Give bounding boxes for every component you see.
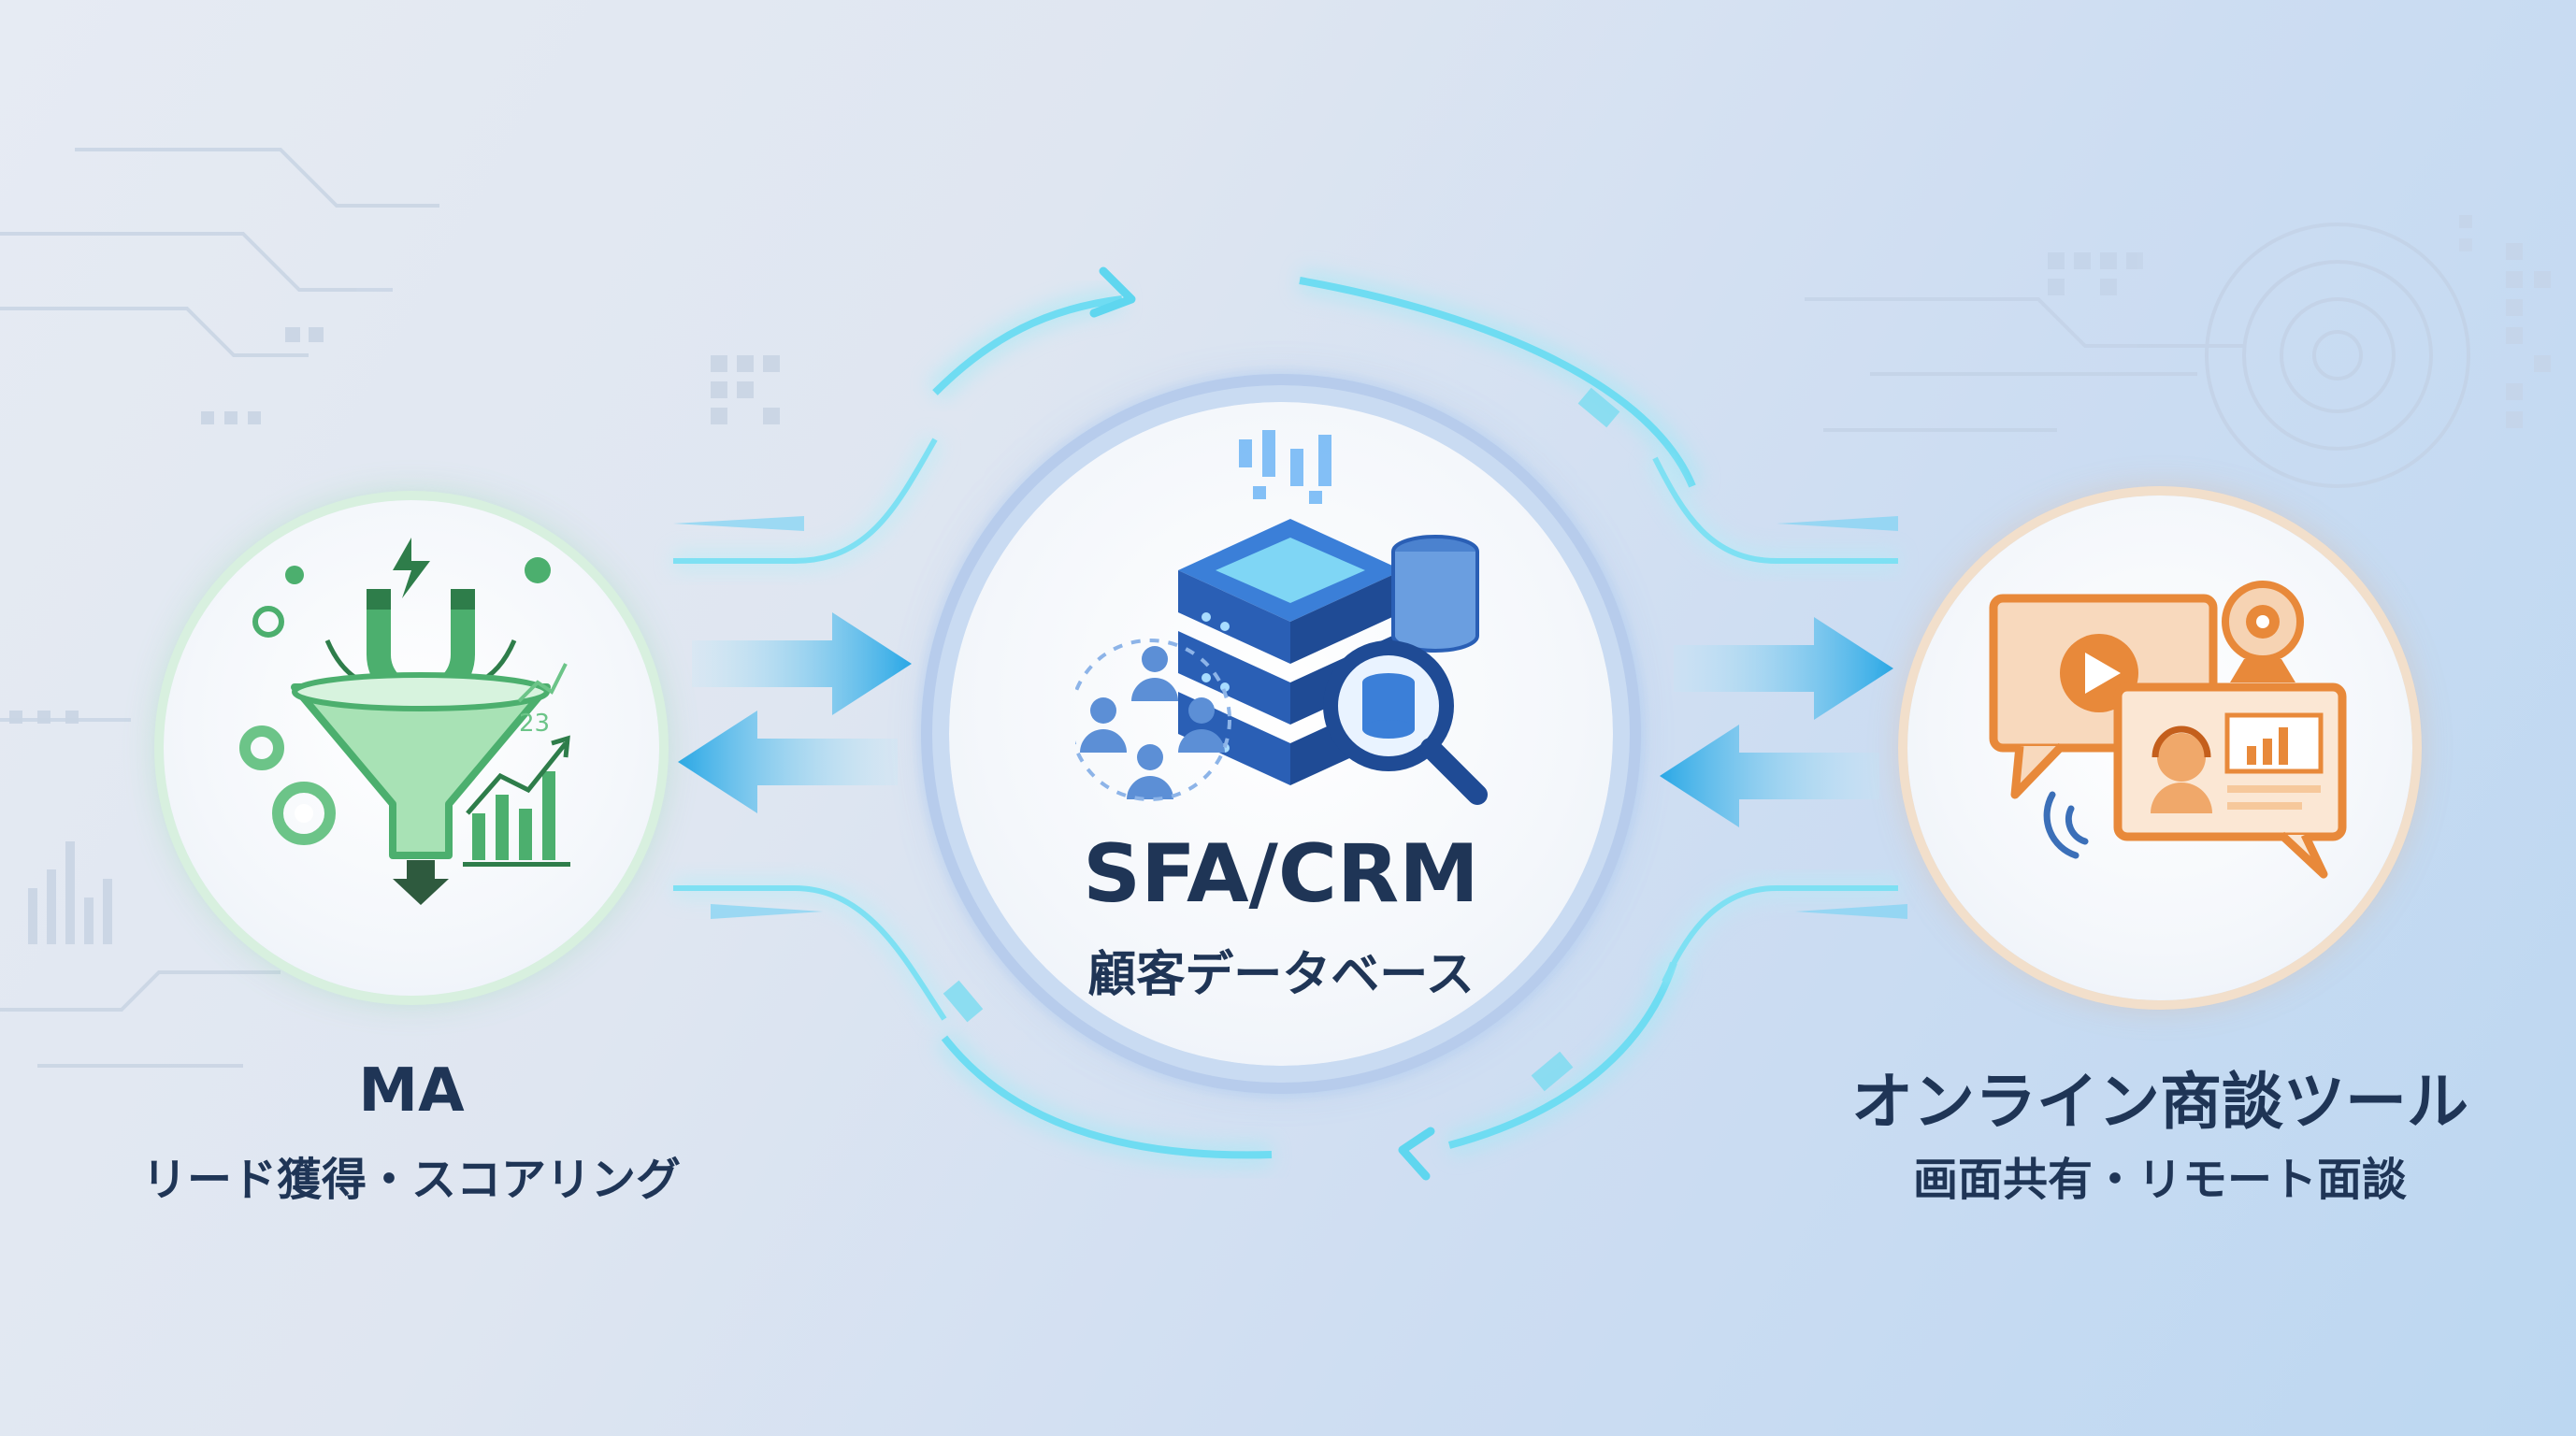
pixel-blocks-left — [9, 327, 780, 944]
circuit-lines-right — [1805, 223, 2470, 488]
ma-subtitle: リード獲得・スコアリング — [141, 1154, 681, 1206]
sfa-node-face — [949, 402, 1613, 1066]
sfa-subtitle: 顧客データベース — [1087, 947, 1475, 1003]
chart-number: 23 — [519, 710, 550, 738]
sfa-title: SFA/CRM — [1083, 827, 1479, 921]
online-subtitle: 画面共有・リモート面談 — [1912, 1154, 2407, 1206]
arrow-sfa-to-ma — [678, 711, 898, 813]
data-chips — [943, 387, 1620, 1092]
funnel-magnet-icon: 23 — [239, 538, 570, 905]
pixel-blocks-right — [2048, 215, 2551, 428]
ring-arrowheads — [1089, 266, 1435, 1181]
comet-arrows — [673, 516, 1907, 919]
flow-ring — [673, 268, 1898, 1168]
database-server-icon — [1075, 430, 1488, 805]
arrow-ma-to-sfa — [692, 612, 912, 715]
circuit-lines-left — [0, 148, 439, 1068]
arrow-sfa-to-online — [1674, 617, 1893, 720]
ma-title: MA — [358, 1056, 465, 1126]
video-meeting-icon — [1989, 581, 2347, 879]
arrow-online-to-sfa — [1660, 725, 1879, 827]
online-title: オンライン商談ツール — [1851, 1066, 2468, 1138]
